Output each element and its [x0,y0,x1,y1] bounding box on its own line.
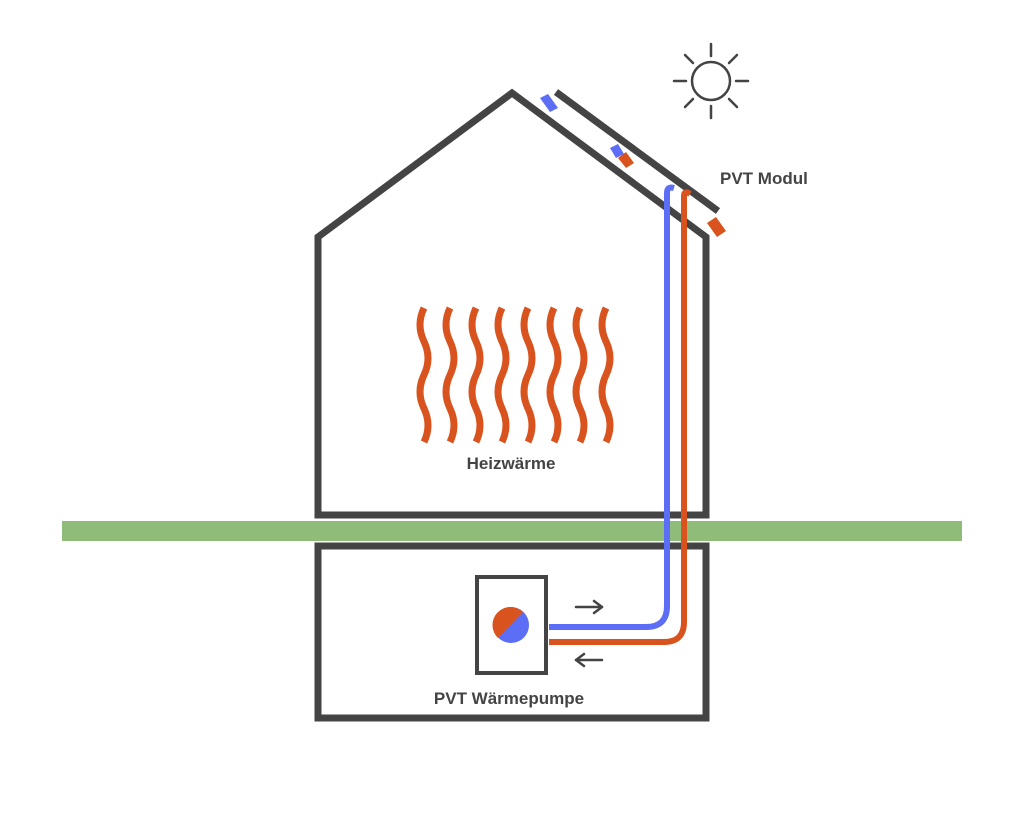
house-outline [314,88,710,519]
heating-wave [442,306,458,444]
hot-flow-marker-bottom [707,217,726,237]
heating-wave [494,306,510,444]
cold-pipe [549,184,675,630]
arrow-left-icon [574,652,604,668]
heating-wave [520,306,536,444]
arrow-right-icon [574,599,604,615]
sun-icon [672,42,750,120]
heat-pump-label: PVT Wärmepumpe [434,689,584,708]
heating-waves [416,306,614,444]
hot-pipe [549,189,692,645]
cold-flow-marker-top [540,94,558,112]
heating-wave [598,306,614,444]
pvt-module-panel [553,89,721,214]
ground-line [62,521,962,541]
cold-flow-marker-middle [610,144,624,158]
heat-pump-box [475,575,548,675]
heat-pump-icon [492,606,529,643]
basement-outline [314,542,710,722]
heating-wave [468,306,484,444]
heating-wave [572,306,588,444]
hot-flow-marker-middle [618,152,634,168]
heating-label: Heizwärme [467,454,556,473]
heating-wave [546,306,562,444]
pvt-module-label: PVT Modul [720,169,808,188]
heating-wave [416,306,432,444]
module-flow-markers [540,94,726,237]
